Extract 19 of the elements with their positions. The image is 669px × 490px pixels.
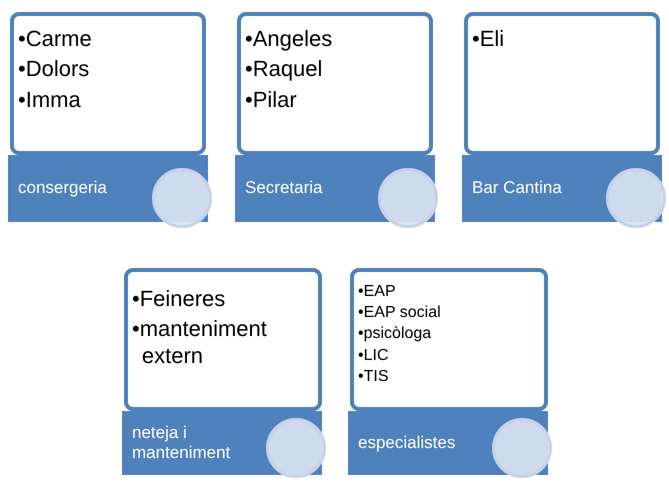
list-item: •EAP	[358, 282, 397, 302]
list-item: •Eli	[472, 26, 506, 52]
list-item: •Imma	[18, 86, 82, 114]
list-item: •TIS	[358, 366, 390, 386]
list-item: •Angeles	[245, 26, 334, 52]
list-item: •Dolors	[18, 56, 90, 83]
list-item: •EAP social	[358, 303, 442, 322]
list-item: •Raquel	[245, 56, 324, 83]
list-box	[10, 12, 206, 155]
list-item: •Carme	[18, 26, 93, 52]
list-box	[124, 268, 322, 411]
list-item: •Pilar	[245, 86, 298, 114]
list-item: •LIC	[358, 346, 390, 365]
list-item: •manteniment extern	[132, 316, 268, 370]
list-box	[350, 268, 548, 411]
list-box	[237, 12, 433, 155]
list-item: •Feineres	[132, 286, 226, 312]
list-item: •psicòloga	[358, 324, 432, 344]
list-box	[464, 12, 660, 155]
